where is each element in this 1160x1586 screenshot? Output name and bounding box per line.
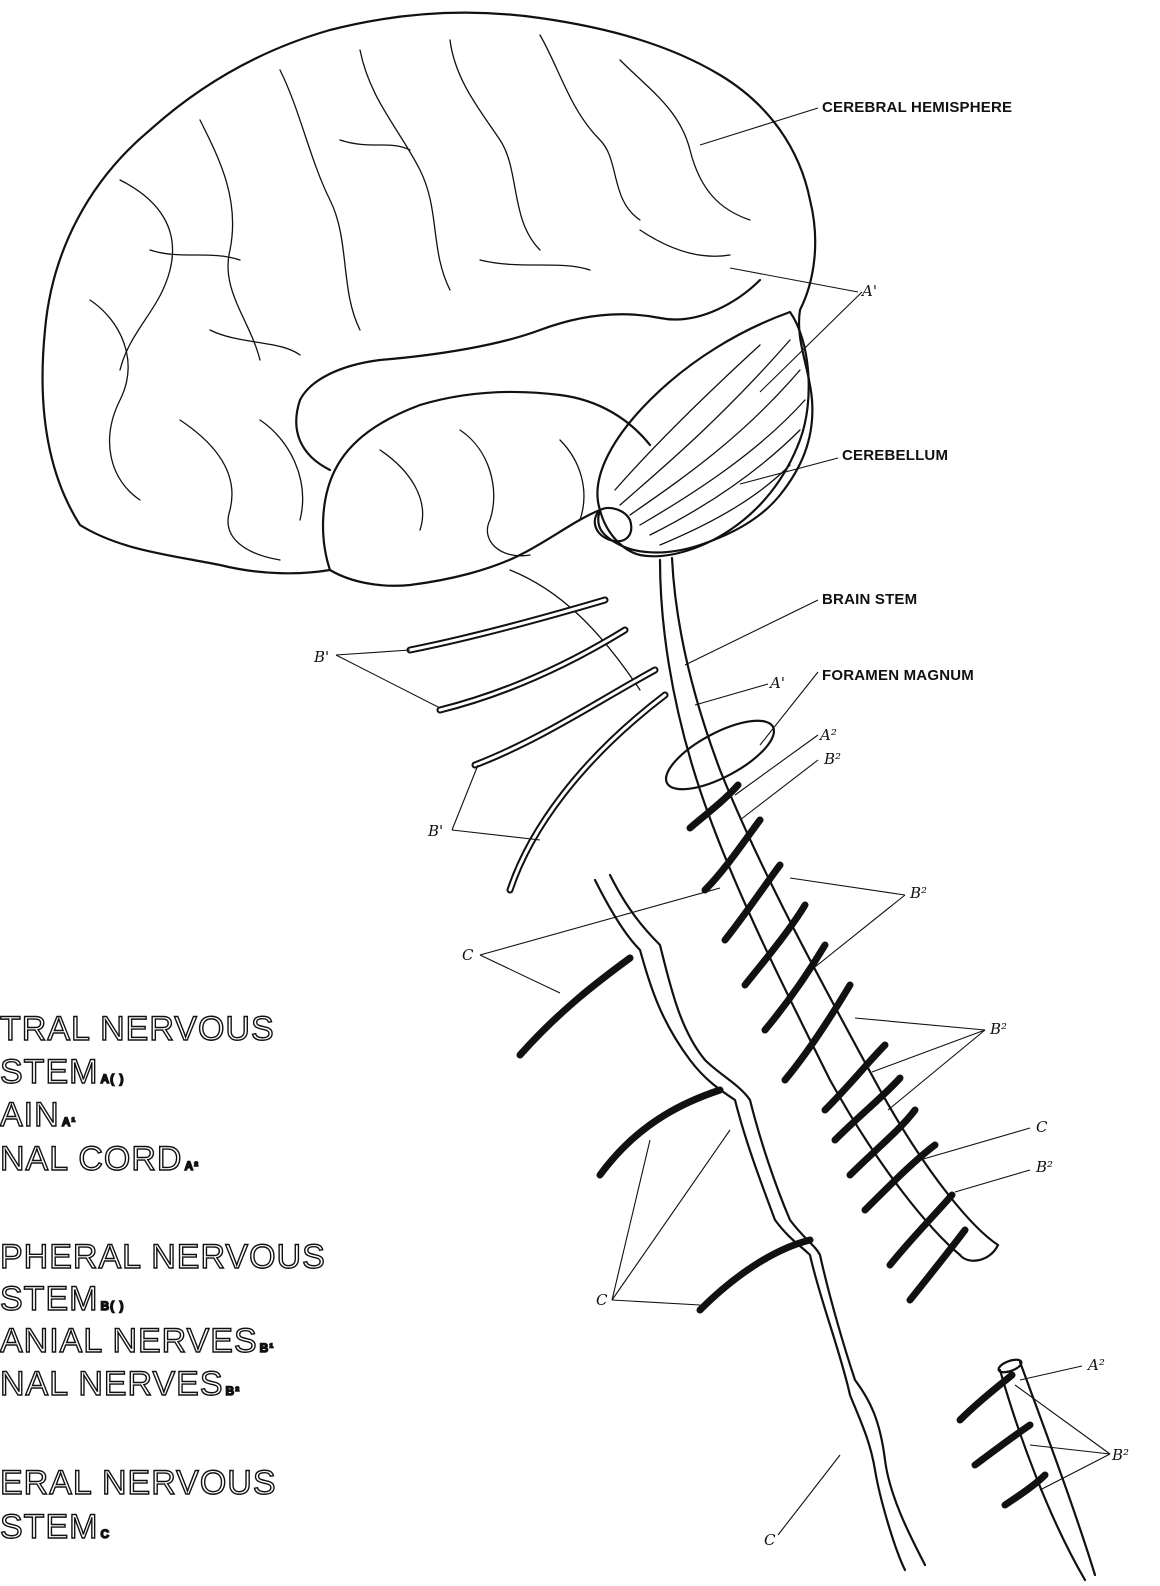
legend-pns-line1: PHERAL NERVOUS [0, 1238, 326, 1276]
marker-c-left-bottom: C [596, 1291, 608, 1309]
label-brain-stem: BRAIN STEM [822, 591, 917, 608]
label-cerebellum: CEREBELLUM [842, 447, 948, 464]
marker-b2-bottom: B² [1111, 1446, 1129, 1464]
marker-a2: A² [818, 726, 837, 744]
marker-b2-top: B² [823, 750, 841, 768]
foramen-magnum-ring [657, 707, 784, 802]
label-cerebral-hemisphere: CEREBRAL HEMISPHERE [822, 99, 1012, 116]
marker-a2-lower: A² [1086, 1356, 1105, 1374]
marker-c-bottom: C [764, 1531, 776, 1549]
legend-ans-line1: ERAL NERVOUS [0, 1464, 277, 1502]
label-foramen-magnum: FORAMEN MAGNUM [822, 667, 974, 684]
spinal-nerves [690, 785, 1045, 1505]
leader-lines [336, 108, 1110, 1535]
marker-c-left-top: C [462, 946, 474, 964]
marker-a1-stem: A' [768, 674, 785, 692]
cranial-nerves [410, 600, 665, 890]
spinal-cord-illustration [510, 558, 1095, 1580]
brain-illustration [43, 13, 816, 586]
sympathetic-chain [520, 875, 925, 1570]
marker-b1-lower: B' [427, 822, 443, 840]
marker-a1: A' [860, 282, 877, 300]
legend-cns-line1: TRAL NERVOUS [0, 1010, 275, 1048]
marker-b2-mid2: B² [989, 1020, 1007, 1038]
marker-b2-mid1: B² [909, 884, 927, 902]
marker-b2-side: B² [1035, 1158, 1053, 1176]
marker-c-right: C [1036, 1118, 1048, 1136]
marker-b1-upper: B' [313, 648, 329, 666]
